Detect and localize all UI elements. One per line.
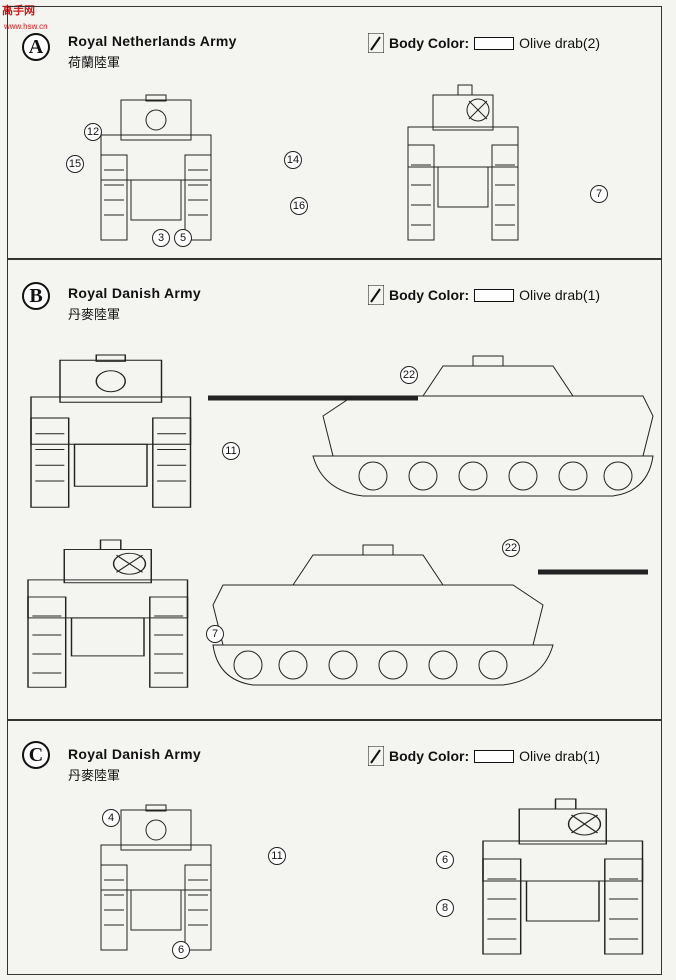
- body-color-label: Body Color:: [389, 748, 470, 764]
- paint-name: Olive drab(1): [519, 287, 601, 303]
- tank-rear-view: [407, 84, 519, 241]
- section-b-army: Royal Danish Army: [68, 285, 201, 301]
- tank-rear-view: [482, 798, 644, 955]
- section-a-color: Body Color: Olive drab(2): [368, 33, 600, 53]
- paint-brush-icon: [368, 285, 384, 305]
- section-b-army-cn: 丹麥陸軍: [68, 307, 121, 322]
- callout-5: 5: [174, 229, 192, 247]
- paint-brush-icon: [368, 33, 384, 53]
- paint-name: Olive drab(2): [519, 35, 601, 51]
- paint-name: Olive drab(1): [519, 748, 601, 764]
- section-c-badge: C: [22, 741, 50, 769]
- color-swatch: [474, 36, 515, 50]
- tank-front-view: [100, 94, 212, 241]
- section-b-color: Body Color: Olive drab(1): [368, 285, 600, 305]
- section-a-badge: A: [22, 33, 50, 61]
- callout-11: 11: [222, 442, 240, 460]
- watermark-logo: 高手网: [2, 5, 35, 17]
- body-color-label: Body Color:: [389, 287, 470, 303]
- callout-4: 4: [102, 809, 120, 827]
- callout-3: 3: [152, 229, 170, 247]
- callout-6: 6: [172, 941, 190, 959]
- callout-16: 16: [290, 197, 308, 215]
- tank-side-view-right: [208, 355, 654, 497]
- section-c-color: Body Color: Olive drab(1): [368, 746, 600, 766]
- section-c: C Royal Danish Army 丹麥陸軍 Body Color: Oli…: [7, 720, 662, 975]
- tank-front-view: [30, 354, 192, 508]
- watermark-url: www.hsw.cn: [4, 22, 48, 31]
- callout-8: 8: [436, 899, 454, 917]
- color-swatch: [474, 749, 515, 763]
- section-c-army: Royal Danish Army: [68, 746, 201, 762]
- color-swatch: [474, 288, 515, 302]
- section-b-badge: B: [22, 282, 50, 310]
- callout-7: 7: [206, 625, 224, 643]
- section-a: A Royal Netherlands Army 荷蘭陸軍 Body Color…: [7, 6, 662, 259]
- paint-brush-icon: [368, 746, 384, 766]
- section-a-army: Royal Netherlands Army: [68, 33, 237, 49]
- callout-14: 14: [284, 151, 302, 169]
- tank-front-view: [100, 804, 212, 951]
- tank-rear-view: [27, 539, 189, 688]
- tank-side-view-left: [212, 544, 648, 686]
- callout-22: 22: [502, 539, 520, 557]
- section-a-army-cn: 荷蘭陸軍: [68, 55, 121, 70]
- callout-12: 12: [84, 123, 102, 141]
- callout-22: 22: [400, 366, 418, 384]
- section-c-army-cn: 丹麥陸軍: [68, 768, 121, 783]
- callout-15: 15: [66, 155, 84, 173]
- callout-6: 6: [436, 851, 454, 869]
- section-b: B Royal Danish Army 丹麥陸軍 Body Color: Oli…: [7, 259, 662, 720]
- body-color-label: Body Color:: [389, 35, 470, 51]
- callout-7: 7: [590, 185, 608, 203]
- callout-11: 11: [268, 847, 286, 865]
